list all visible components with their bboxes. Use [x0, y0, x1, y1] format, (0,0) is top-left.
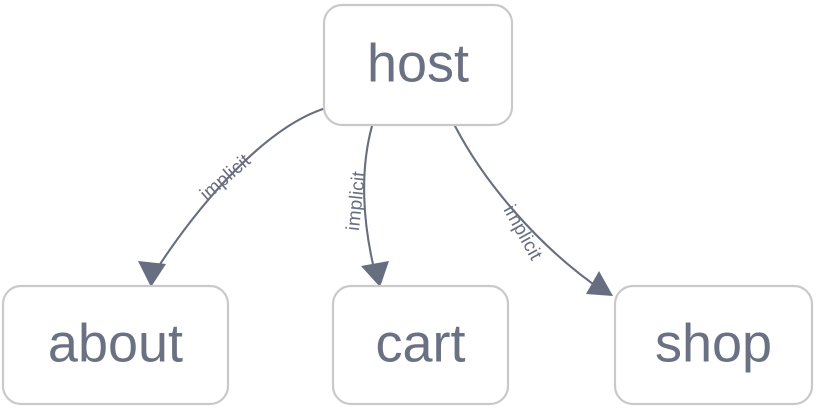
- node-host-label: host: [367, 33, 469, 93]
- node-cart-box: [331, 284, 510, 406]
- edge-host-shop-arrowhead-icon: [586, 271, 613, 296]
- edge-host-about[interactable]: implicit: [138, 106, 328, 287]
- edge-host-shop-label: implicit: [499, 202, 547, 265]
- edge-host-cart[interactable]: implicit: [343, 124, 389, 287]
- node-shop-box: [613, 284, 814, 406]
- node-shop-label: shop: [655, 313, 772, 373]
- node-shop[interactable]: shop: [613, 284, 814, 406]
- node-about-box: [1, 284, 230, 406]
- node-host[interactable]: host: [322, 3, 514, 127]
- edge-host-about-label: implicit: [196, 150, 255, 205]
- node-group: host about cart shop: [1, 3, 814, 406]
- node-about-label: about: [48, 313, 183, 373]
- edge-host-about-path: [149, 106, 328, 280]
- node-about[interactable]: about: [1, 284, 230, 406]
- node-host-box: [322, 3, 514, 127]
- node-cart-label: cart: [375, 313, 465, 373]
- edge-host-shop[interactable]: implicit: [453, 124, 613, 296]
- edge-host-about-arrowhead-icon: [138, 261, 166, 287]
- edge-host-cart-arrowhead-icon: [361, 261, 389, 287]
- edge-host-shop-path: [453, 124, 605, 293]
- edge-group: implicit implicit implicit: [138, 106, 613, 296]
- node-cart[interactable]: cart: [331, 284, 510, 406]
- edge-host-cart-path: [363, 124, 378, 279]
